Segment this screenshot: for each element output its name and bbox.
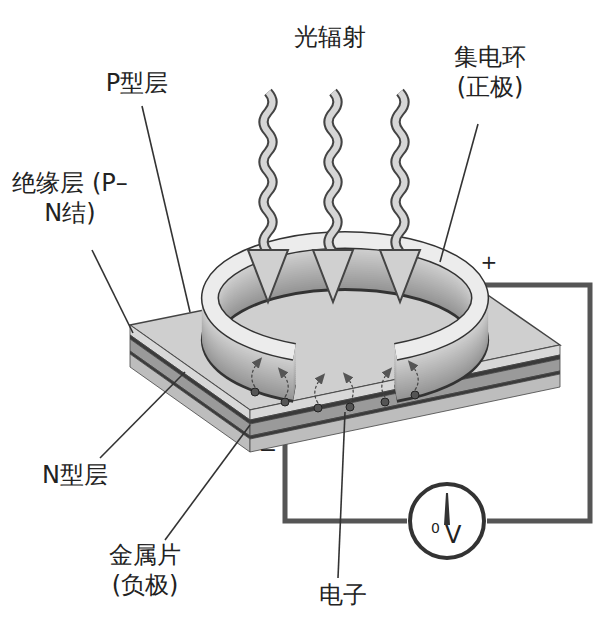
electron-path (411, 364, 418, 390)
part-label: + (479, 250, 499, 275)
ray-head (380, 250, 420, 302)
ray (329, 92, 338, 252)
ray (329, 92, 338, 252)
collector-ring (210, 240, 480, 394)
part-label: 电子 (308, 580, 378, 610)
wire (285, 430, 407, 521)
ring-outline (210, 240, 480, 352)
ray-head (248, 250, 288, 302)
electron-path (346, 376, 353, 402)
ray (396, 92, 405, 252)
ray (396, 92, 405, 252)
ray (264, 92, 273, 252)
electron (251, 388, 259, 396)
part-label: 光辐射 (275, 22, 385, 52)
electron-path (281, 371, 288, 397)
meter-text: V (445, 523, 461, 547)
electron (411, 391, 419, 399)
part-label: 绝缘层 (P–N结) (10, 168, 130, 228)
ring-top (210, 240, 480, 352)
electron-path (252, 361, 259, 387)
electron-path (315, 377, 322, 403)
part-label: P型层 (92, 68, 182, 98)
ray (264, 92, 273, 252)
meter-face (410, 484, 484, 558)
meter-text: 0 (431, 521, 440, 535)
ray-head (313, 250, 353, 302)
meter-needle (444, 493, 450, 525)
part-label: 集电环 (正极) (440, 42, 540, 102)
electron (281, 398, 289, 406)
electron (314, 404, 322, 412)
electrons (251, 361, 419, 412)
electron (346, 403, 354, 411)
electron (381, 398, 389, 406)
part-label: − (258, 436, 278, 464)
part-label: N型层 (30, 460, 120, 490)
electron-path (382, 371, 389, 397)
meter-dial (407, 481, 487, 561)
light-rays (248, 92, 420, 302)
part-label: 金属片 (负极) (90, 540, 200, 600)
voltmeter: 0V (407, 481, 487, 561)
